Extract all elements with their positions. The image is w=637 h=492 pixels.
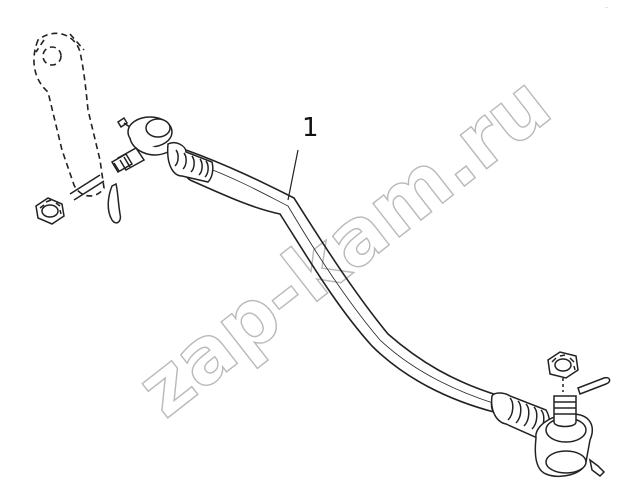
callout-1-leader [287,149,299,201]
corner-code: ·· [605,5,609,11]
callout-1-label: 1 [302,113,319,143]
watermark-text: zap-kam.ru [121,59,567,435]
callout-1: 1 [287,113,319,201]
right-ball-joint [534,351,611,478]
left-ball-joint [35,116,173,225]
pitman-arm-phantom [33,32,105,197]
left-boot [166,141,214,183]
